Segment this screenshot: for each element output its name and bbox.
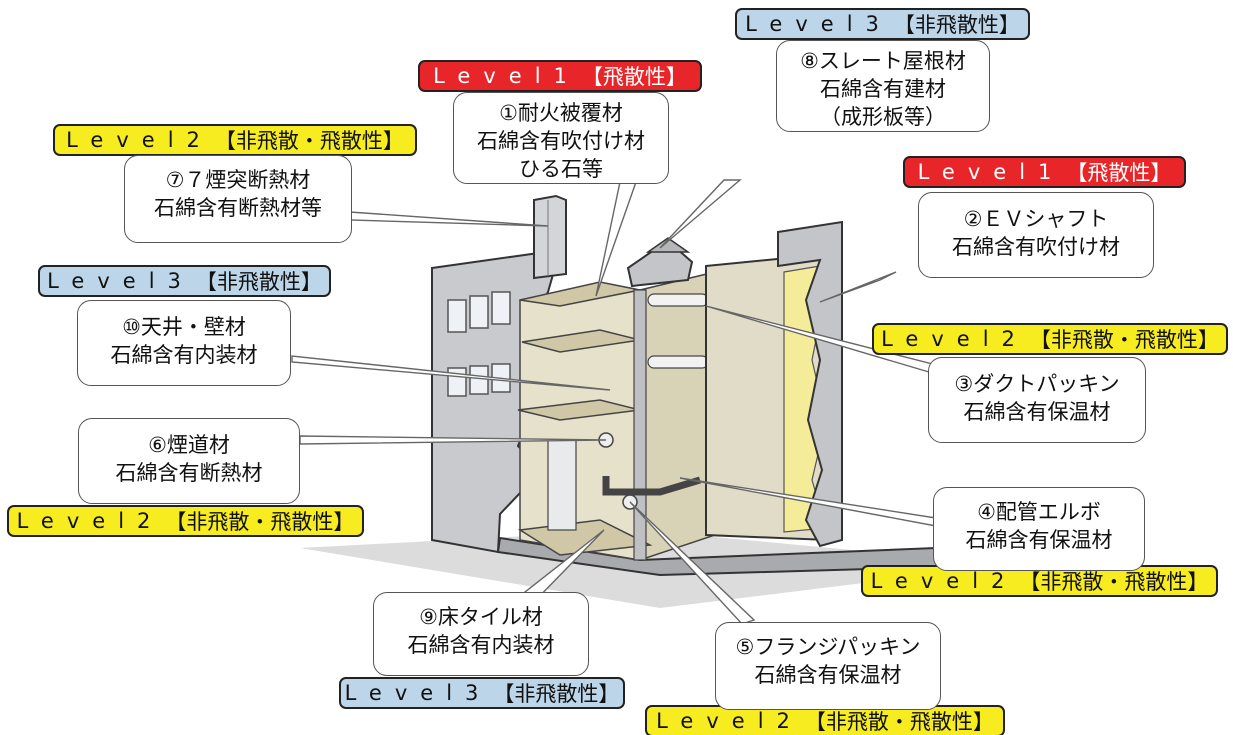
level-badge-6: Level2【非飛散・飛散性】 xyxy=(7,505,364,537)
level-badge-8: Level3【非飛散性】 xyxy=(735,8,1030,40)
level-badge-9: Level3【非飛散性】 xyxy=(339,677,625,709)
callout-flange-packing: ⑤フランジパッキン 石綿含有保温材 xyxy=(715,622,941,710)
callout-floor-tile: ⑨床タイル材 石綿含有内装材 xyxy=(373,592,589,676)
callout-pipe-elbow: ④配管エルボ 石綿含有保温材 xyxy=(933,487,1145,571)
level-badge-3: Level2【非飛散・飛散性】 xyxy=(872,323,1228,355)
callout-duct-packing: ③ダクトパッキン 石綿含有保温材 xyxy=(928,357,1146,443)
level-badge-1: Level1【飛散性】 xyxy=(418,60,702,92)
level-badge-4: Level2【非飛散・飛散性】 xyxy=(861,565,1218,597)
level-badge-10: Level3【非飛散性】 xyxy=(38,265,331,297)
callout-ev-shaft: ②ＥＶシャフト 石綿含有吹付け材 xyxy=(918,192,1154,278)
level-badge-7: Level2【非飛散・飛散性】 xyxy=(53,124,417,156)
callout-slate-roof: ⑧スレート屋根材 石綿含有建材 （成形板等） xyxy=(776,40,990,132)
level-badge-2: Level1【飛散性】 xyxy=(903,156,1186,188)
callout-fireproof-coating: ①耐火被覆材 石綿含有吹付け材 ひる石等 xyxy=(453,92,669,184)
callout-flue-material: ⑥煙道材 石綿含有断熱材 xyxy=(78,418,300,504)
callout-chimney-insulation: ⑦７煙突断熱材 石綿含有断熱材等 xyxy=(124,155,352,243)
callout-ceiling-wall: ⑩天井・壁材 石綿含有内装材 xyxy=(77,300,291,386)
level-badge-5: Level2【非飛散・飛散性】 xyxy=(645,705,1005,735)
